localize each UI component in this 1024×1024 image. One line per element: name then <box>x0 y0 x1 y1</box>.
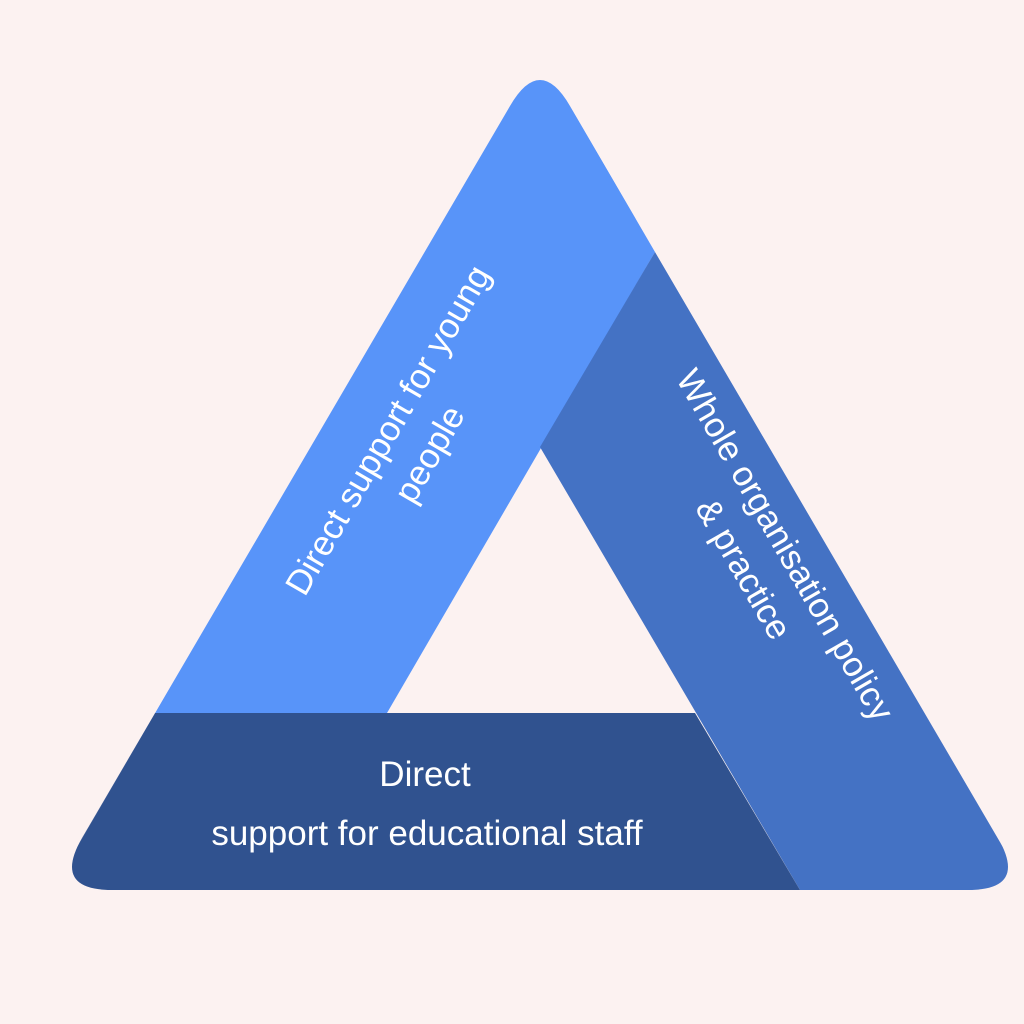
label-staff: Direct support for educational staff <box>211 755 643 853</box>
label-staff-line1: Direct <box>379 755 471 794</box>
label-staff-line2: support for educational staff <box>211 814 643 853</box>
segment-organisation <box>540 252 1008 890</box>
segment-young-people <box>155 80 655 713</box>
segment-staff <box>72 713 800 890</box>
